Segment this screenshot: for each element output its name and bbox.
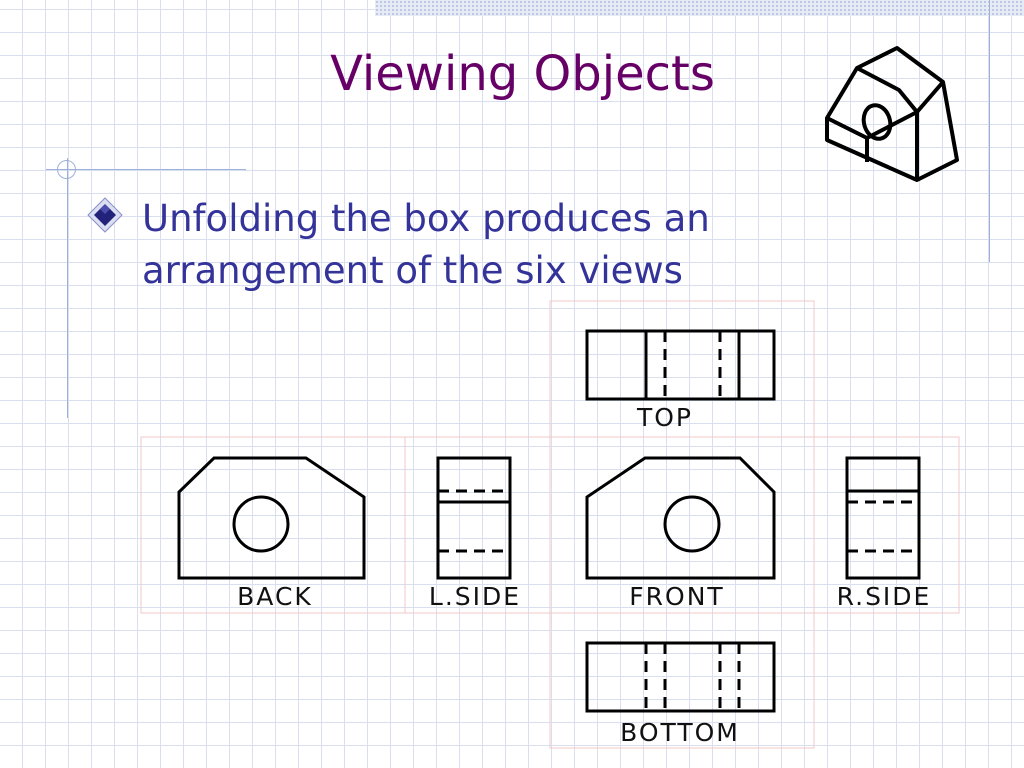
back-view-drawing xyxy=(177,456,366,580)
left-side-view-drawing xyxy=(436,456,512,580)
label-top: TOP xyxy=(636,403,693,432)
right-accent-line xyxy=(989,0,990,262)
isometric-block-icon xyxy=(825,46,959,182)
left-accent-line xyxy=(67,158,68,418)
accent-circle xyxy=(57,160,76,179)
right-side-view-drawing xyxy=(845,456,921,580)
label-right-side: R.SIDE xyxy=(837,582,932,611)
horizontal-accent-line xyxy=(46,169,246,170)
frame-bottom xyxy=(549,612,815,749)
front-view-drawing xyxy=(585,456,776,580)
label-back: BACK xyxy=(237,582,313,611)
top-view-drawing xyxy=(585,329,776,401)
diamond-bullet-icon xyxy=(87,197,123,233)
bottom-view-drawing xyxy=(585,641,776,713)
label-front: FRONT xyxy=(629,582,724,611)
slide-title: Viewing Objects xyxy=(330,46,715,102)
frame-right-side xyxy=(813,436,960,614)
label-bottom: BOTTOM xyxy=(620,718,740,747)
bullet-text: Unfolding the box produces an arrangemen… xyxy=(142,197,710,292)
label-left-side: L.SIDE xyxy=(429,582,521,611)
top-decorative-band xyxy=(375,0,1024,16)
